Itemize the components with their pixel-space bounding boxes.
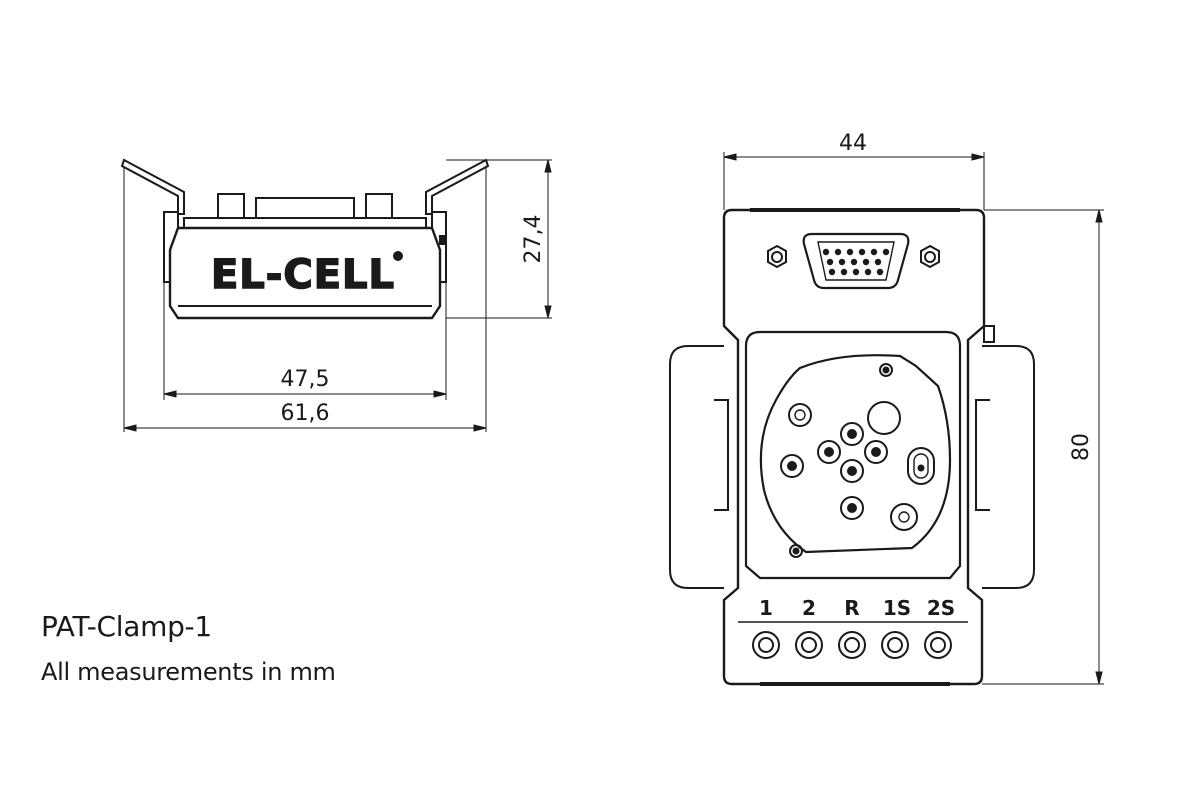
top-terminal-jacks (752, 631, 952, 659)
dim-label-outer-width: 61,6 (281, 401, 330, 426)
dim-arrows-width (723, 153, 985, 161)
side-nut-right (365, 193, 393, 221)
side-body (168, 226, 442, 320)
top-port-gear-bottom (890, 503, 918, 531)
side-brand-label: EL-CELL (211, 252, 395, 298)
top-side-tab (983, 325, 995, 343)
top-view (669, 208, 1035, 686)
top-hex-nut-left (767, 244, 787, 269)
side-tab (439, 235, 446, 245)
side-top-plate (183, 217, 427, 229)
side-nut-left (217, 193, 245, 221)
top-clamp-wing-right (982, 345, 1035, 589)
top-cell-face (759, 354, 952, 554)
top-dsub-inner (817, 241, 895, 281)
dim-arrows-outer-width (123, 424, 487, 432)
terminal-label-r: R (844, 596, 859, 620)
top-hex-nut-right (920, 244, 940, 269)
dim-label-length: 80 (1069, 433, 1094, 461)
terminal-label-1s: 1S (883, 596, 911, 620)
top-screw-top (879, 363, 893, 377)
caption-title: PAT-Clamp-1 (41, 610, 212, 643)
top-port-gear-top (788, 403, 812, 427)
side-clamp-wing-right (425, 158, 490, 215)
top-port-large (867, 401, 901, 435)
terminal-label-2s: 2S (927, 596, 955, 620)
top-contact-pins (780, 422, 888, 520)
top-wing-left-slot (714, 399, 729, 511)
side-dimensions (123, 159, 552, 432)
dim-arrows-height (544, 159, 552, 319)
dim-label-inner-width: 47,5 (281, 367, 330, 392)
terminal-label-2: 2 (802, 596, 816, 620)
top-wing-right-slot (975, 399, 990, 511)
side-view: EL-CELL (120, 158, 490, 320)
side-clamp-wing-left (120, 158, 185, 215)
top-port-oval (907, 447, 935, 485)
top-dsub-pins (822, 248, 890, 276)
terminal-label-1: 1 (759, 596, 773, 620)
caption-subtitle: All measurements in mm (41, 658, 336, 686)
top-screw-bottom (789, 544, 803, 558)
side-brand-dot (393, 251, 403, 261)
dim-label-width: 44 (839, 131, 867, 156)
side-connector (255, 197, 355, 221)
top-clamp-wing-left (669, 345, 724, 589)
top-terminal-labels: 1 2 R 1S 2S (759, 596, 955, 620)
dim-arrows-length (1095, 209, 1103, 685)
top-dimensions (723, 152, 1104, 685)
dim-arrows-inner-width (163, 390, 447, 398)
dim-label-height: 27,4 (521, 215, 546, 264)
